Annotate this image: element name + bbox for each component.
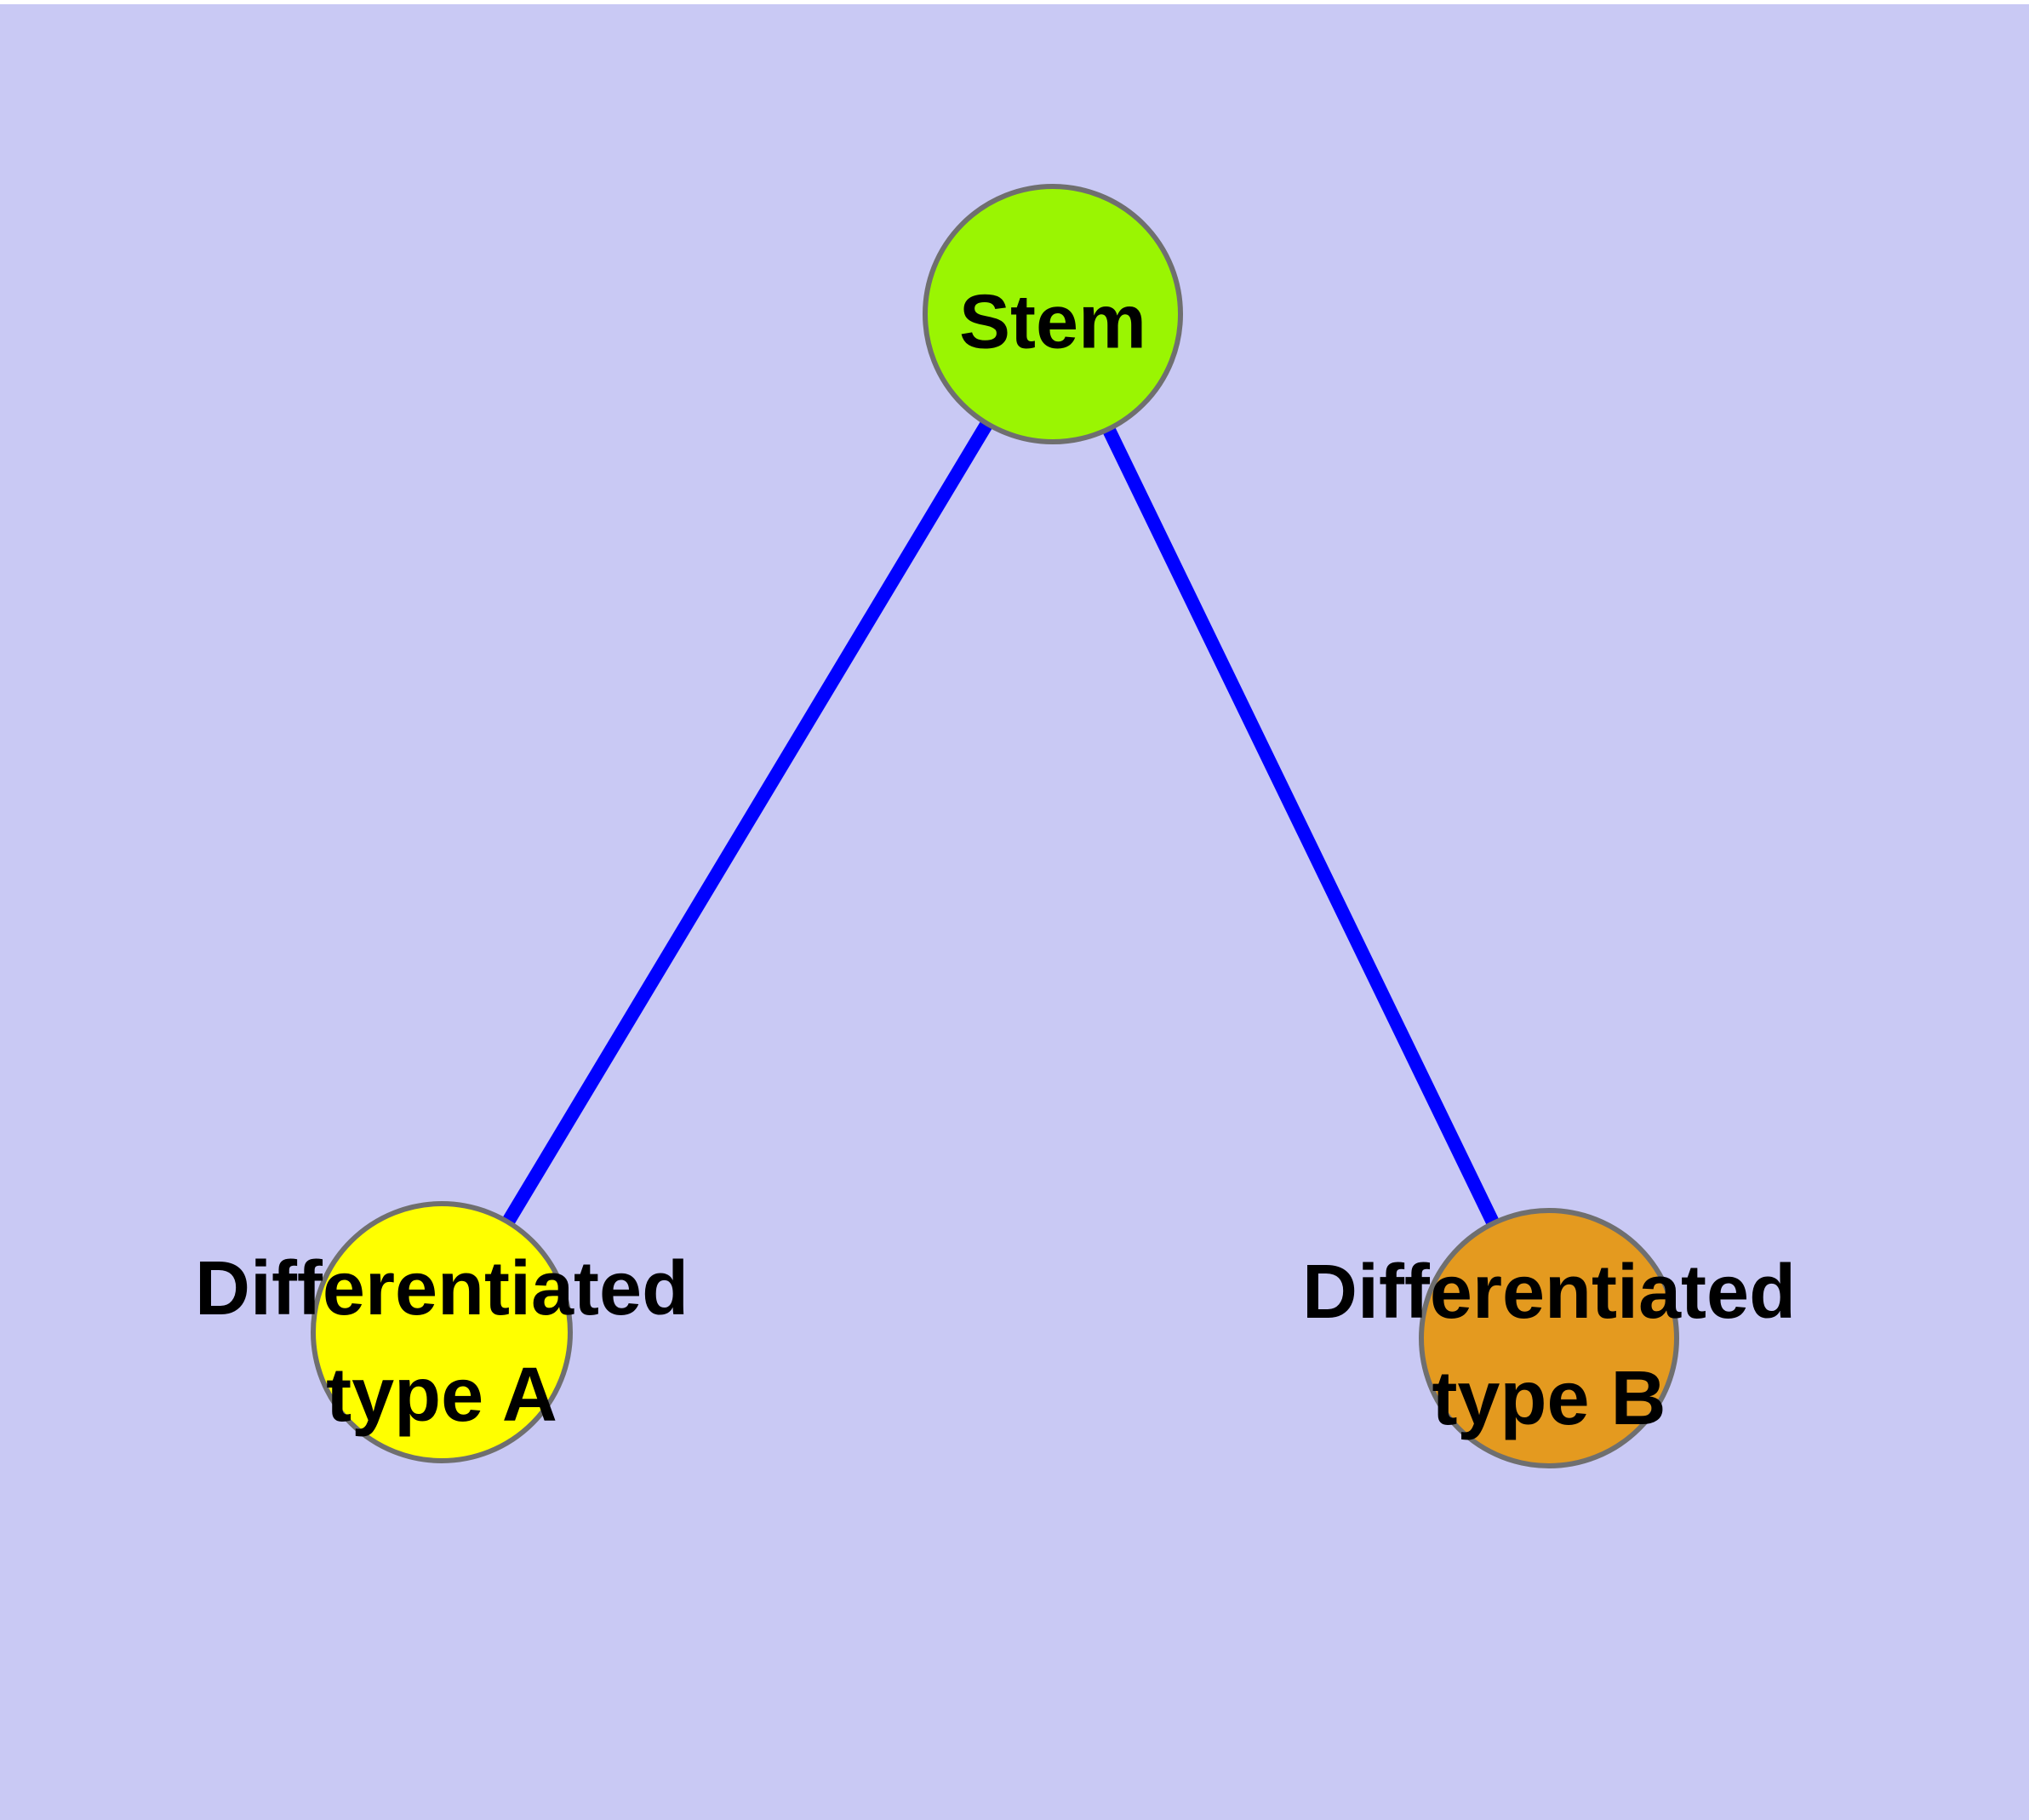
node-stem-label: Stem bbox=[958, 279, 1147, 365]
node-stem-circle[interactable] bbox=[923, 184, 1183, 444]
node-type-b-label: Differentiated type B bbox=[1302, 1239, 1796, 1452]
node-type-a-label-line2: type A bbox=[326, 1353, 557, 1438]
node-type-a-circle[interactable] bbox=[311, 1201, 573, 1463]
edge-stem-to-type-a bbox=[436, 310, 1059, 1336]
node-type-b-label-line1: Differentiated bbox=[1301, 1250, 1797, 1335]
node-type-a-label-line1: Differentiated bbox=[194, 1246, 689, 1331]
node-type-a-label: Differentiated type A bbox=[195, 1236, 689, 1449]
edge-stem-to-type-b bbox=[1046, 311, 1556, 1342]
page-top-margin bbox=[0, 0, 2029, 4]
node-type-b-circle[interactable] bbox=[1419, 1208, 1679, 1468]
node-type-b-label-line2: type B bbox=[1432, 1356, 1666, 1441]
